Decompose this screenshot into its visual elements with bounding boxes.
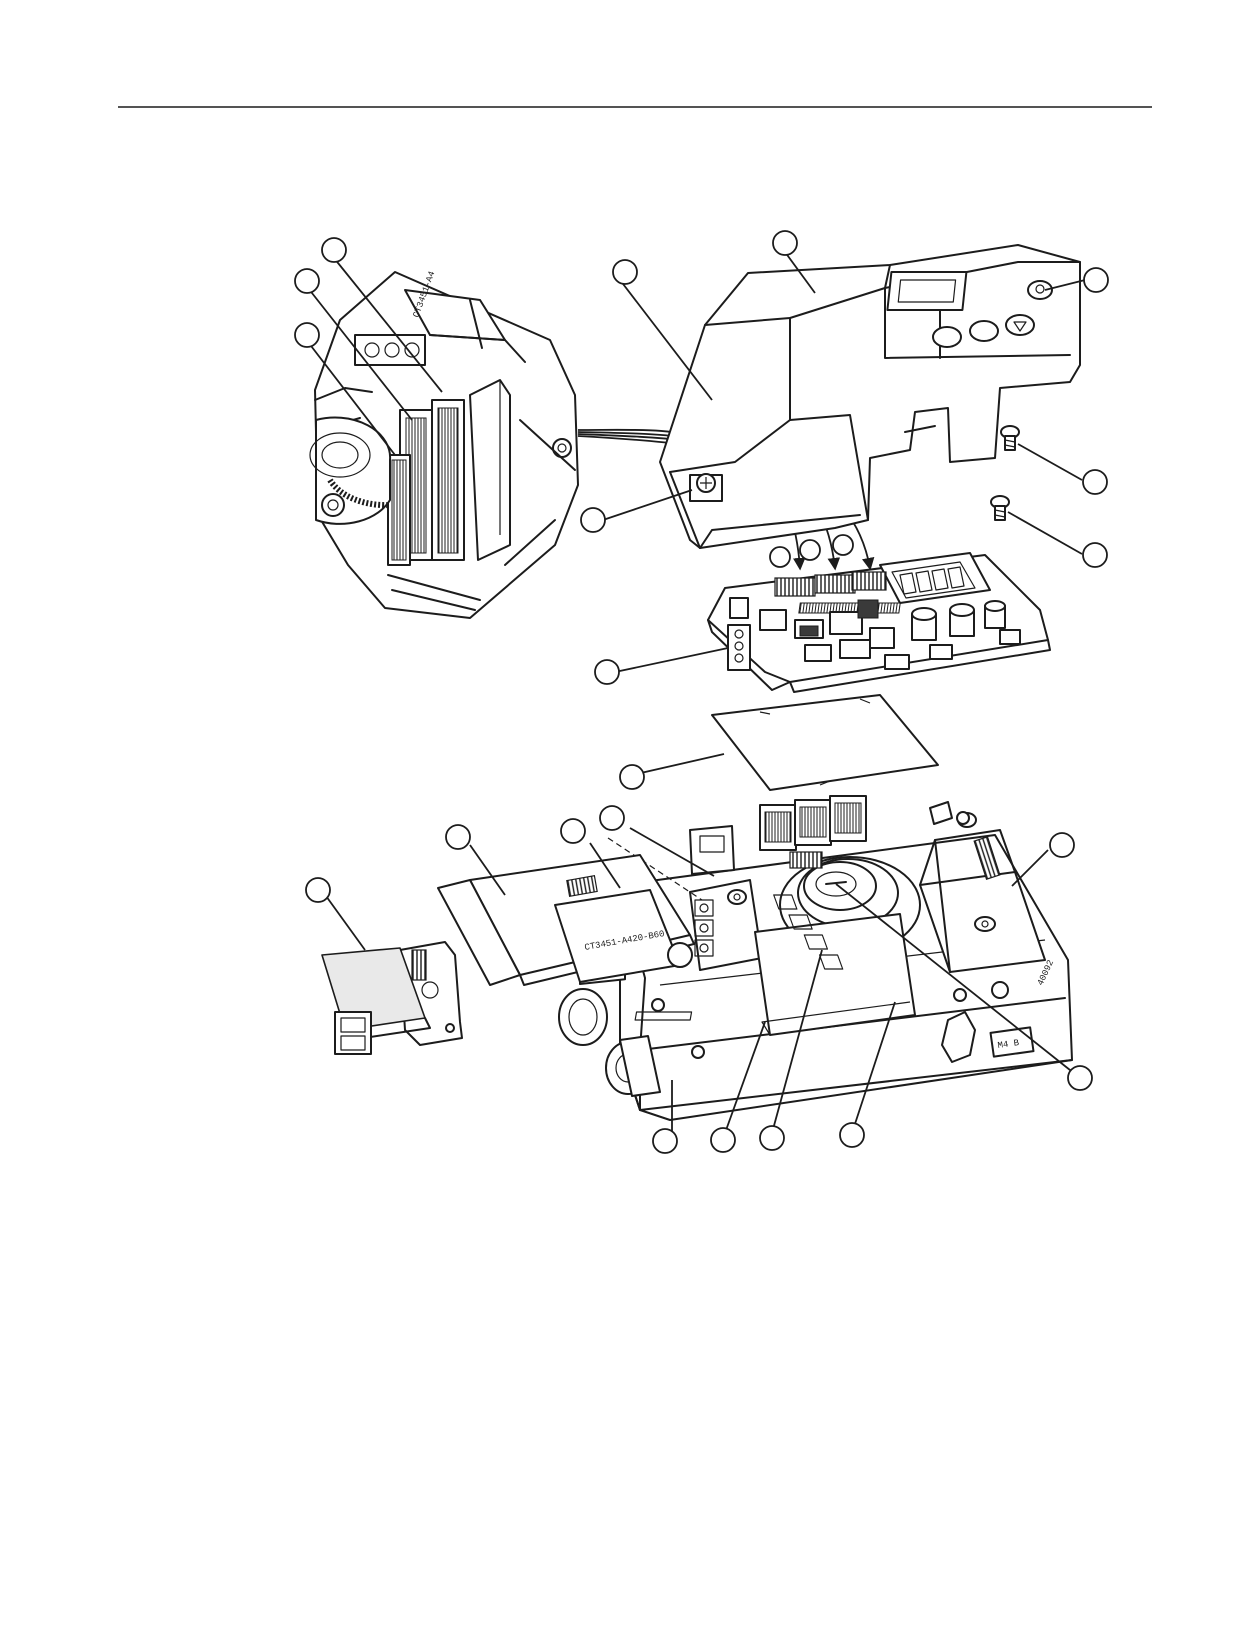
- callout-marker: [294, 322, 320, 348]
- callout-marker: [1083, 267, 1109, 293]
- callout-marker: [1082, 542, 1108, 568]
- callout-marker: [1082, 469, 1108, 495]
- callout-marker: [759, 1125, 785, 1151]
- callout-marker: [445, 824, 471, 850]
- callout-marker: [560, 818, 586, 844]
- base-housing: 40092 M4 B: [558, 795, 1073, 1121]
- callout-marker: [294, 268, 320, 294]
- callout-marker: [599, 805, 625, 831]
- callout-marker: [580, 507, 606, 533]
- callout-marker: [769, 546, 791, 568]
- callout-markers: [294, 230, 1109, 1154]
- gauge-label: M4 B: [997, 1038, 1020, 1051]
- callout-marker: [652, 1128, 678, 1154]
- callout-marker: [619, 764, 645, 790]
- insulating-sheet: [711, 694, 939, 791]
- main-circuit-board: [707, 552, 1051, 693]
- inset-detail-view: CT3451-A4: [307, 257, 579, 619]
- callout-leaders: [325, 251, 1086, 1134]
- callout-marker: [594, 659, 620, 685]
- callout-marker: [305, 877, 331, 903]
- callout-marker: [321, 237, 347, 263]
- callout-marker: [612, 259, 638, 285]
- callout-marker: [772, 230, 798, 256]
- loose-screws: [990, 425, 1020, 521]
- cover-assembly: [659, 244, 1081, 549]
- callout-marker: [832, 534, 854, 556]
- small-module: [321, 941, 463, 1055]
- callout-marker: [799, 539, 821, 561]
- callout-marker: [710, 1127, 736, 1153]
- callout-marker: [1049, 832, 1075, 858]
- callout-marker: [839, 1122, 865, 1148]
- callout-marker: [1067, 1065, 1093, 1091]
